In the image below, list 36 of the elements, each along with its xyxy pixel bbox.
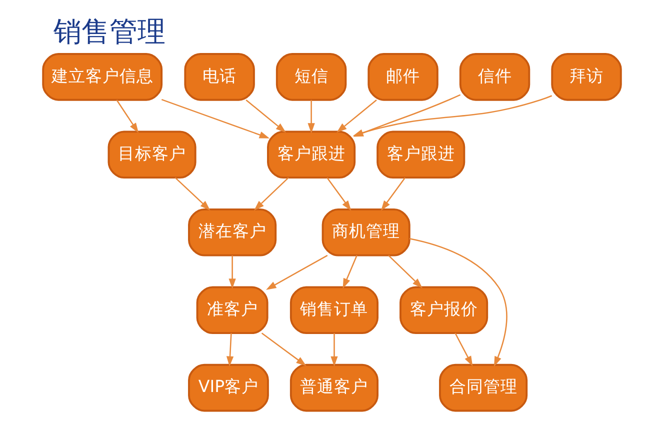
node-box: 客户跟进	[266, 130, 356, 179]
diagram-title: 销售管理	[52, 14, 165, 48]
node-box: 客户报价	[399, 286, 488, 334]
node-box: 拜访	[550, 53, 622, 101]
node-box: VIP客户	[188, 364, 268, 412]
arrow	[253, 177, 288, 210]
node-box: 商机管理	[321, 208, 410, 256]
arrow	[160, 98, 270, 138]
arrow	[326, 177, 351, 211]
arrow	[245, 99, 286, 133]
arrow	[380, 177, 406, 211]
node-box: 电话	[184, 53, 254, 101]
arrow	[228, 255, 236, 289]
node-box: 普通客户	[289, 364, 378, 412]
arrow	[307, 100, 314, 134]
arrow	[388, 254, 422, 288]
arrow	[266, 254, 328, 290]
node-box: 信件	[458, 53, 530, 101]
arrow	[408, 238, 507, 367]
arrow	[342, 255, 357, 289]
arrow	[260, 332, 306, 366]
arrow	[116, 100, 138, 134]
arrow	[330, 333, 338, 367]
arrow	[454, 332, 472, 366]
arrow	[336, 99, 376, 133]
node-box: 合同管理	[438, 364, 528, 412]
node-box: 客户跟进	[376, 130, 465, 179]
node-box: 准客户	[196, 286, 268, 334]
arrow	[226, 333, 234, 367]
node-box: 短信	[275, 53, 346, 101]
node-box: 邮件	[367, 53, 438, 101]
node-box: 销售订单	[289, 286, 378, 334]
node-box: 潜在客户	[188, 208, 276, 256]
node-box: 建立客户信息	[42, 53, 162, 101]
node-box: 目标客户	[107, 130, 196, 179]
arrow	[174, 177, 210, 210]
